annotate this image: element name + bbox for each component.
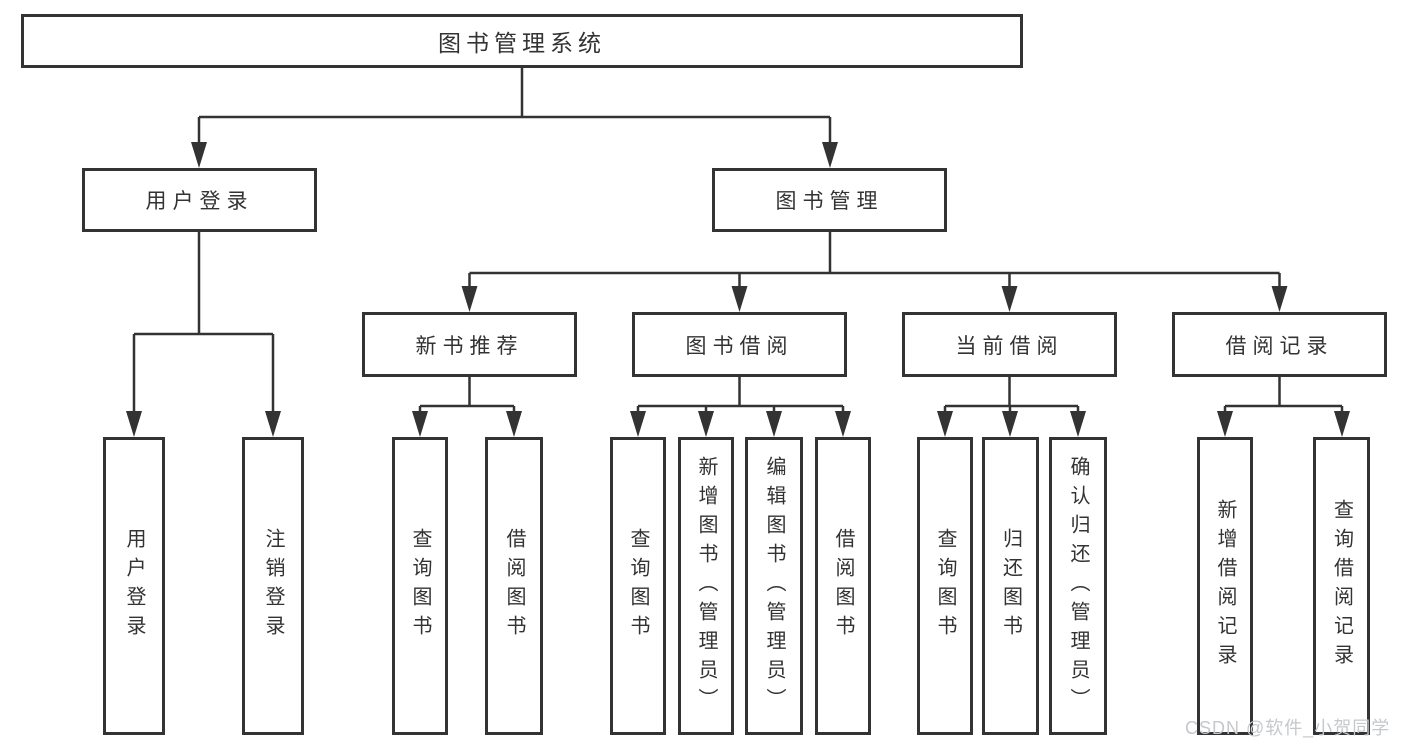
leaf-confirm-return-admin: 确认归还（管理员） xyxy=(1049,437,1107,735)
leaf-return-book: 归还图书 xyxy=(982,437,1039,735)
leaf-logout: 注销登录 xyxy=(242,437,304,735)
node-library-management-system: 图书管理系统 xyxy=(21,14,1023,68)
node-borrowing-records: 借阅记录 xyxy=(1172,312,1387,377)
leaf-label: 编辑图书（管理员） xyxy=(763,455,785,717)
node-new-book-recommendation: 新书推荐 xyxy=(362,312,577,377)
leaf-label: 查询图书 xyxy=(409,528,431,644)
node-user-login: 用户登录 xyxy=(82,168,317,232)
leaf-label: 查询图书 xyxy=(934,528,956,644)
leaf-label: 用户登录 xyxy=(123,528,145,644)
watermark-text: CSDN @软件_小贺同学 xyxy=(1185,718,1391,738)
leaf-user-login: 用户登录 xyxy=(103,437,165,735)
node-current-borrowing: 当前借阅 xyxy=(902,312,1117,377)
leaf-query-books-borrowing: 查询图书 xyxy=(610,437,666,735)
leaf-query-borrow-record: 查询借阅记录 xyxy=(1313,437,1370,735)
node-book-management: 图书管理 xyxy=(712,168,947,232)
leaf-query-books-current: 查询图书 xyxy=(917,437,973,735)
node-book-borrowing: 图书借阅 xyxy=(632,312,847,377)
leaf-edit-book-admin: 编辑图书（管理员） xyxy=(745,437,803,735)
leaf-borrow-books-recommend: 借阅图书 xyxy=(485,437,543,735)
leaf-label: 新增借阅记录 xyxy=(1214,499,1236,673)
leaf-label: 确认归还（管理员） xyxy=(1067,455,1089,717)
leaf-label: 查询图书 xyxy=(627,528,649,644)
leaf-add-borrow-record: 新增借阅记录 xyxy=(1197,437,1253,735)
leaf-label: 借阅图书 xyxy=(503,528,525,644)
leaf-label: 借阅图书 xyxy=(832,528,854,644)
leaf-borrow-books-borrowing: 借阅图书 xyxy=(815,437,871,735)
leaf-label: 归还图书 xyxy=(999,528,1022,644)
leaf-label: 注销登录 xyxy=(262,528,284,644)
leaf-label: 查询借阅记录 xyxy=(1330,499,1353,673)
leaf-add-book-admin: 新增图书（管理员） xyxy=(678,437,734,735)
leaf-label: 新增图书（管理员） xyxy=(695,455,717,717)
leaf-query-books-recommend: 查询图书 xyxy=(392,437,448,735)
